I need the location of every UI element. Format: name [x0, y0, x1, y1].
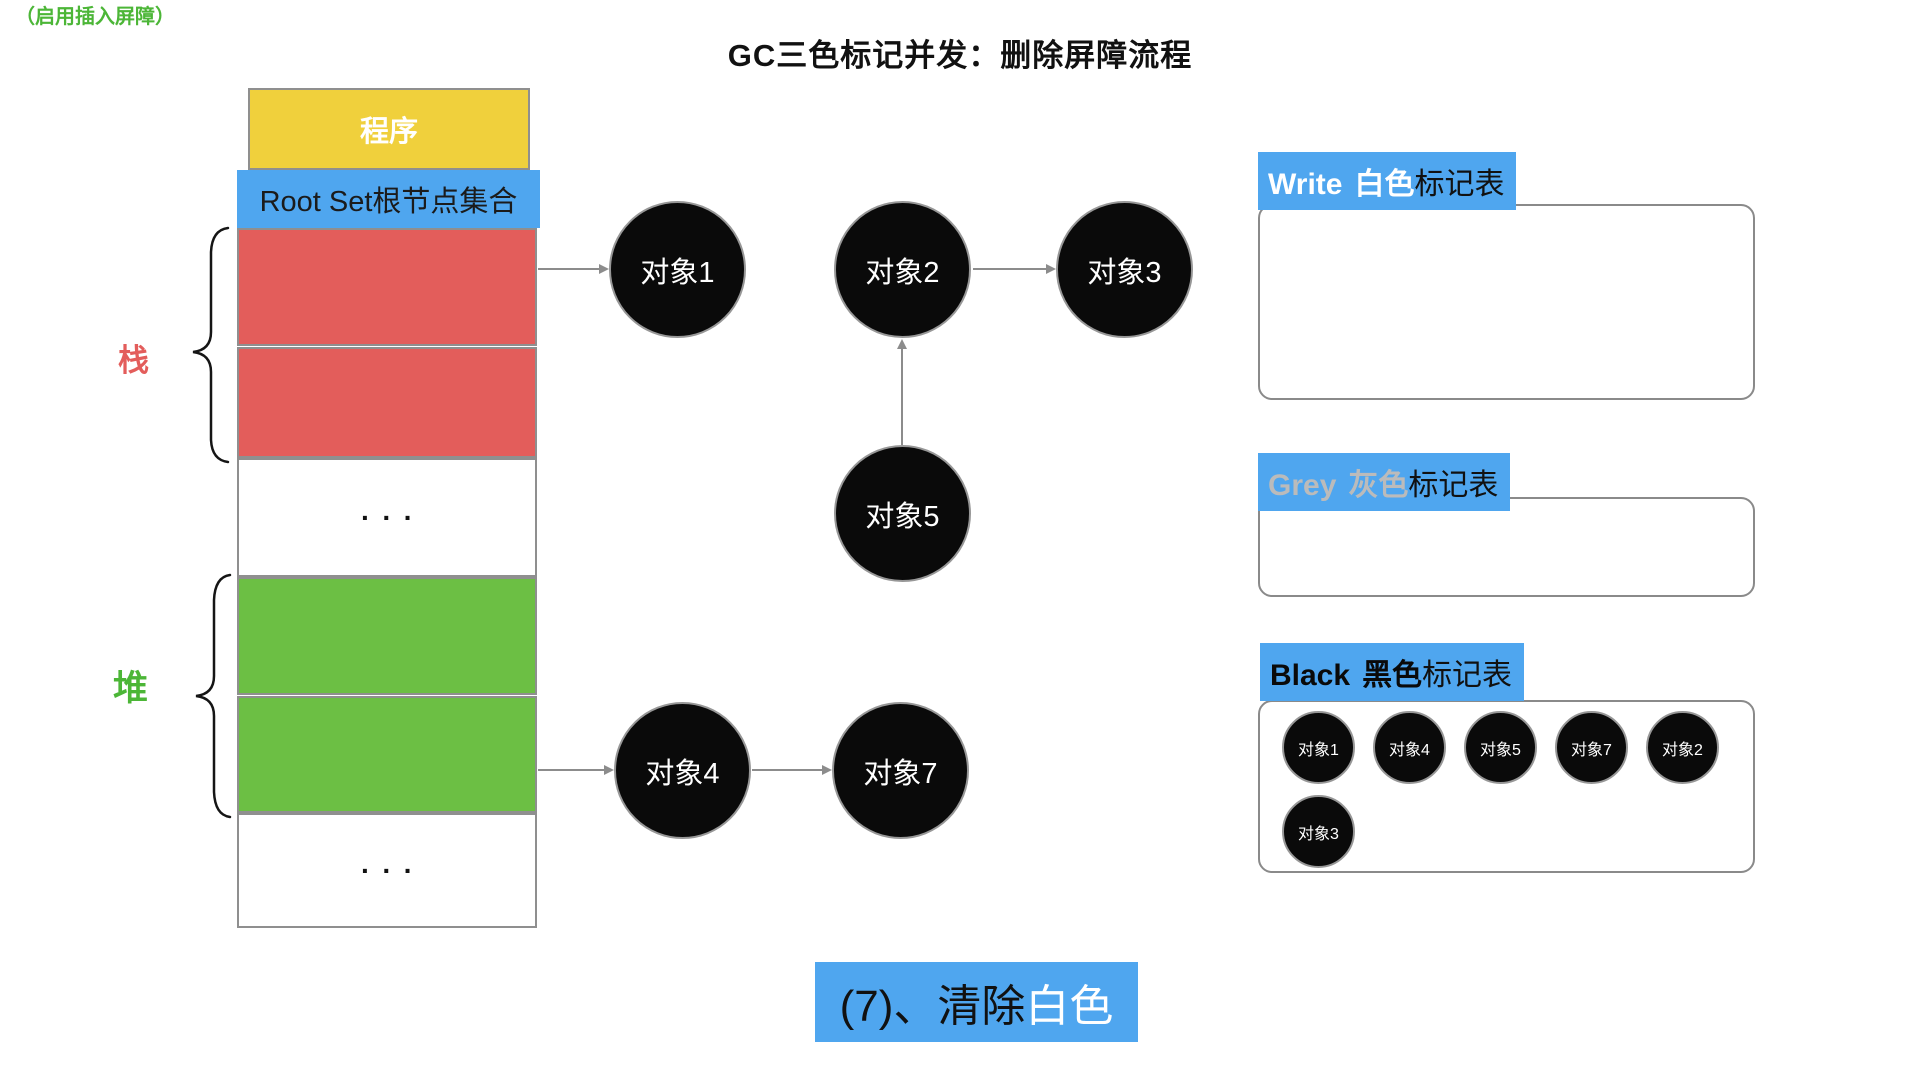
white-table-title-suffix: 标记表: [1414, 168, 1505, 201]
grey-table-box: [1258, 497, 1755, 597]
memory-gap-1: ···: [237, 458, 537, 577]
object-node-1: 对象1: [609, 201, 746, 338]
step-caption-highlight: 白色: [1025, 982, 1114, 1031]
arrow-obj4-to-obj7: [752, 765, 832, 775]
arrow-rootset-to-obj1: [538, 264, 609, 274]
white-table-title: Write 白色标记表: [1258, 152, 1517, 210]
heap-slot-1: [237, 577, 537, 695]
black-table-title-color: 黑色: [1362, 659, 1423, 692]
memory-gap-2: ···: [237, 813, 537, 928]
stack-slot-2: [237, 347, 537, 458]
arrowhead-icon: [604, 765, 614, 775]
arrow-obj2-to-obj3: [973, 264, 1056, 274]
grey-table-title-color: 灰色: [1348, 469, 1409, 502]
black-table-title-en: Black: [1270, 659, 1351, 692]
grey-table-title-suffix: 标记表: [1408, 469, 1499, 502]
arrowhead-icon: [822, 765, 832, 775]
white-table-title-en: Write: [1268, 168, 1343, 201]
white-table-title-color: 白色: [1354, 168, 1415, 201]
object-node-5: 对象5: [834, 445, 971, 582]
arrowhead-icon: [1046, 264, 1056, 274]
heap-brace: [195, 573, 232, 819]
heap-slot-2: [237, 696, 537, 813]
black-table-item: 对象4: [1373, 711, 1446, 784]
grey-table-title: Grey 灰色标记表: [1258, 453, 1511, 511]
black-table-item: 对象2: [1646, 711, 1719, 784]
object-node-4: 对象4: [614, 702, 751, 839]
arrow-heap-to-obj4: [538, 765, 614, 775]
object-node-2: 对象2: [834, 201, 971, 338]
white-table-box: [1258, 204, 1755, 400]
black-table-item: 对象7: [1555, 711, 1628, 784]
arrowhead-icon: [897, 339, 907, 349]
black-table-item: 对象3: [1282, 795, 1355, 868]
stack-brace: [192, 226, 230, 464]
grey-table-title-en: Grey: [1268, 469, 1337, 502]
program-box: 程序: [248, 88, 530, 170]
object-node-7: 对象7: [832, 702, 969, 839]
arrow-obj5-to-obj2: [897, 339, 907, 445]
root-set-band: Root Set根节点集合: [237, 170, 540, 228]
black-table-title-suffix: 标记表: [1422, 659, 1513, 692]
step-caption: (7)、清除白色: [815, 962, 1138, 1042]
stack-label: 栈: [118, 343, 149, 378]
slide-title: GC三色标记并发：删除屏障流程: [727, 38, 1193, 73]
black-table-title: Black 黑色标记表: [1260, 643, 1525, 701]
heap-label: 堆: [113, 669, 149, 708]
heap-note: （启用插入屏障）: [15, 6, 175, 28]
ellipsis-text: ···: [361, 854, 425, 886]
ellipsis-text: ···: [361, 501, 425, 533]
object-node-3: 对象3: [1056, 201, 1193, 338]
step-caption-text: (7)、清除: [839, 982, 1026, 1031]
black-table-item: 对象1: [1282, 711, 1355, 784]
stack-slot-1: [237, 228, 537, 346]
arrowhead-icon: [599, 264, 609, 274]
black-table-item: 对象5: [1464, 711, 1537, 784]
